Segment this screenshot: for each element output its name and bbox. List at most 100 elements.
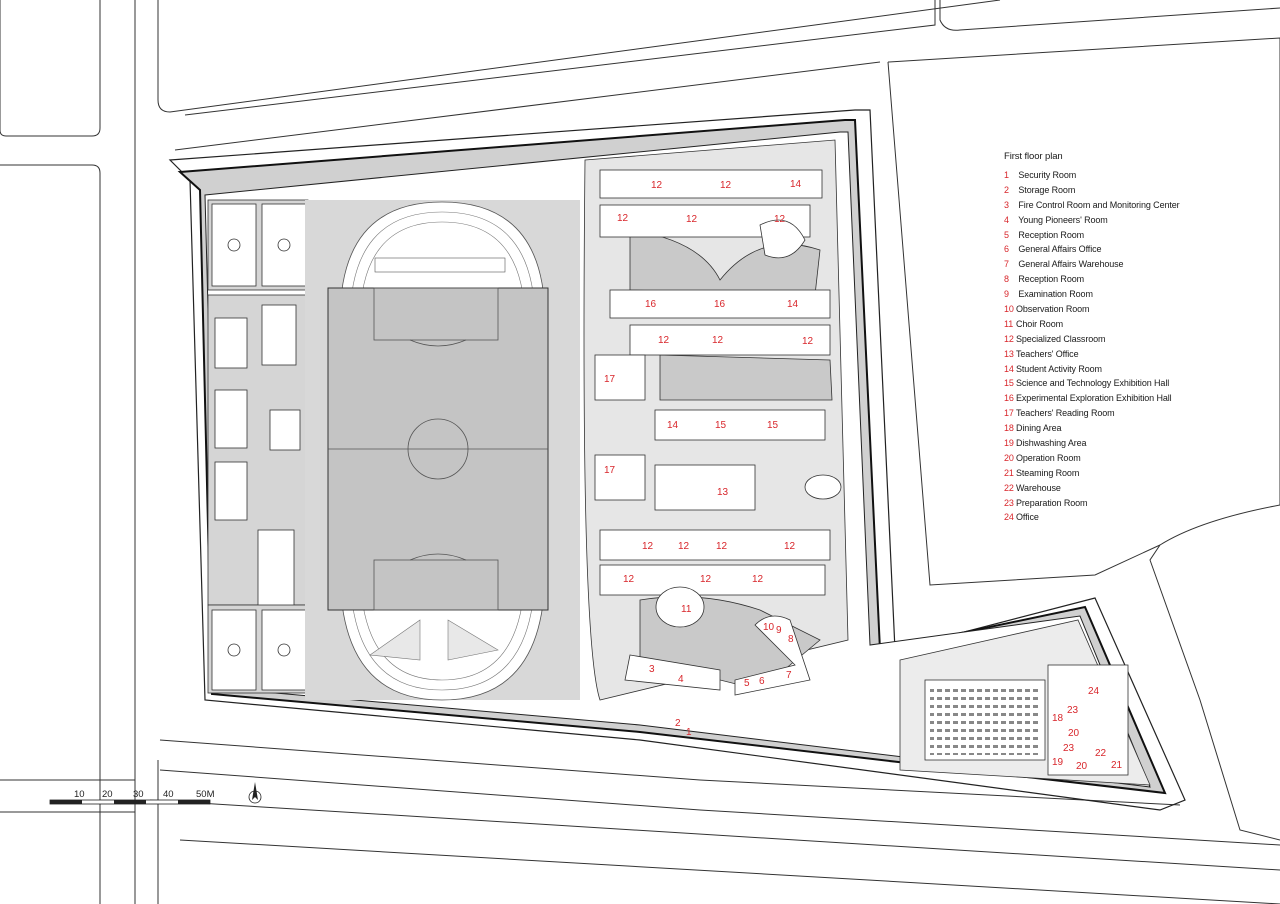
room-number: 12 bbox=[623, 574, 635, 585]
room-number: 1 bbox=[686, 727, 692, 738]
room-number: 3 bbox=[649, 664, 655, 675]
room-number: 11 bbox=[681, 604, 692, 615]
legend-item: 9 Examination Room bbox=[1004, 287, 1180, 302]
room-number: 8 bbox=[788, 634, 794, 645]
legend-label: Teachers' Reading Room bbox=[1016, 408, 1115, 419]
room-number: 17 bbox=[604, 465, 616, 476]
room-number: 21 bbox=[1111, 760, 1123, 771]
legend-number: 14 bbox=[1004, 363, 1014, 374]
room-number: 12 bbox=[658, 335, 670, 346]
scale-bar: 10 20 30 40 50M bbox=[49, 782, 262, 805]
room-number: 12 bbox=[716, 541, 728, 552]
legend-label: Examination Room bbox=[1018, 289, 1093, 300]
room-number: 12 bbox=[784, 541, 796, 552]
room-number: 7 bbox=[786, 670, 792, 681]
legend-number: 3 bbox=[1004, 199, 1009, 210]
legend-label: Student Activity Room bbox=[1016, 363, 1102, 374]
legend-number: 6 bbox=[1004, 244, 1009, 255]
room-number: 12 bbox=[651, 180, 663, 191]
room-number: 12 bbox=[774, 214, 786, 225]
room-number: 24 bbox=[1088, 686, 1100, 697]
room-number: 18 bbox=[1052, 713, 1064, 724]
legend-number: 8 bbox=[1004, 274, 1009, 285]
room-number: 14 bbox=[667, 420, 679, 431]
legend-number: 5 bbox=[1004, 229, 1009, 240]
legend-label: Security Room bbox=[1018, 170, 1077, 180]
room-number: 12 bbox=[700, 574, 712, 585]
scale-tick-label: 40 bbox=[163, 789, 174, 800]
legend-label: Warehouse bbox=[1016, 482, 1061, 493]
legend-number: 24 bbox=[1004, 512, 1014, 523]
legend-label: Storage Room bbox=[1018, 184, 1076, 195]
legend-label: Fire Control Room and Monitoring Center bbox=[1018, 199, 1180, 210]
legend-number: 7 bbox=[1004, 259, 1009, 270]
legend-number: 2 bbox=[1004, 184, 1009, 195]
legend-label: Dishwashing Area bbox=[1016, 438, 1087, 449]
legend-item: 6 General Affairs Office bbox=[1004, 242, 1180, 257]
room-number: 12 bbox=[686, 214, 698, 225]
room-number: 16 bbox=[714, 299, 726, 310]
room-number-labels: 12 12 14 12 12 12 16 16 14 12 12 12 17 1… bbox=[604, 179, 1123, 772]
legend-number: 13 bbox=[1004, 348, 1014, 359]
room-number: 22 bbox=[1095, 748, 1107, 759]
north-arrow-icon bbox=[248, 782, 262, 804]
legend-label: Steaming Room bbox=[1016, 467, 1080, 478]
room-number: 12 bbox=[720, 180, 732, 191]
room-number: 2 bbox=[675, 718, 681, 729]
legend-number: 18 bbox=[1004, 423, 1014, 434]
room-number: 12 bbox=[802, 336, 814, 347]
legend-number: 1 bbox=[1004, 170, 1009, 180]
legend-label: Choir Room bbox=[1016, 318, 1064, 329]
legend-label: Young Pioneers' Room bbox=[1018, 214, 1108, 225]
room-number: 16 bbox=[645, 299, 657, 310]
legend-number: 17 bbox=[1004, 408, 1014, 419]
legend-label: General Affairs Warehouse bbox=[1018, 259, 1124, 270]
legend-number: 9 bbox=[1004, 289, 1009, 300]
room-number: 13 bbox=[717, 487, 729, 498]
legend-number: 21 bbox=[1004, 467, 1014, 478]
room-number: 12 bbox=[642, 541, 654, 552]
legend-number: 19 bbox=[1004, 438, 1014, 449]
room-number: 19 bbox=[1052, 757, 1064, 768]
room-number: 12 bbox=[617, 213, 629, 224]
legend-number: 16 bbox=[1004, 393, 1014, 404]
room-number: 15 bbox=[767, 420, 779, 431]
legend-number: 4 bbox=[1004, 214, 1009, 225]
room-number: 20 bbox=[1068, 728, 1080, 739]
legend-label: General Affairs Office bbox=[1018, 244, 1102, 255]
legend-label: Teachers' Office bbox=[1016, 348, 1079, 359]
legend-label: Operation Room bbox=[1016, 452, 1081, 463]
site-boundary bbox=[168, 109, 1186, 811]
legend-label: Specialized Classroom bbox=[1016, 333, 1106, 344]
room-number: 6 bbox=[759, 676, 765, 687]
room-number: 12 bbox=[678, 541, 690, 552]
legend-item: 2 Storage Room bbox=[1004, 183, 1180, 198]
legend-label: Preparation Room bbox=[1016, 497, 1088, 508]
legend-number: 12 bbox=[1004, 333, 1014, 344]
room-number: 12 bbox=[752, 574, 764, 585]
legend-label: Reception Room bbox=[1018, 274, 1085, 285]
legend-label: Reception Room bbox=[1018, 229, 1085, 240]
legend-item: 4 Young Pioneers' Room bbox=[1004, 213, 1180, 228]
legend-item: 7 General Affairs Warehouse bbox=[1004, 257, 1180, 272]
legend-label: Science and Technology Exhibition Hall bbox=[1016, 378, 1170, 389]
legend-item: 5 Reception Room bbox=[1004, 228, 1180, 243]
legend-number: 23 bbox=[1004, 497, 1014, 508]
legend-label: Observation Room bbox=[1016, 304, 1090, 315]
legend-number: 10 bbox=[1004, 304, 1014, 315]
room-number: 10 bbox=[763, 622, 775, 633]
